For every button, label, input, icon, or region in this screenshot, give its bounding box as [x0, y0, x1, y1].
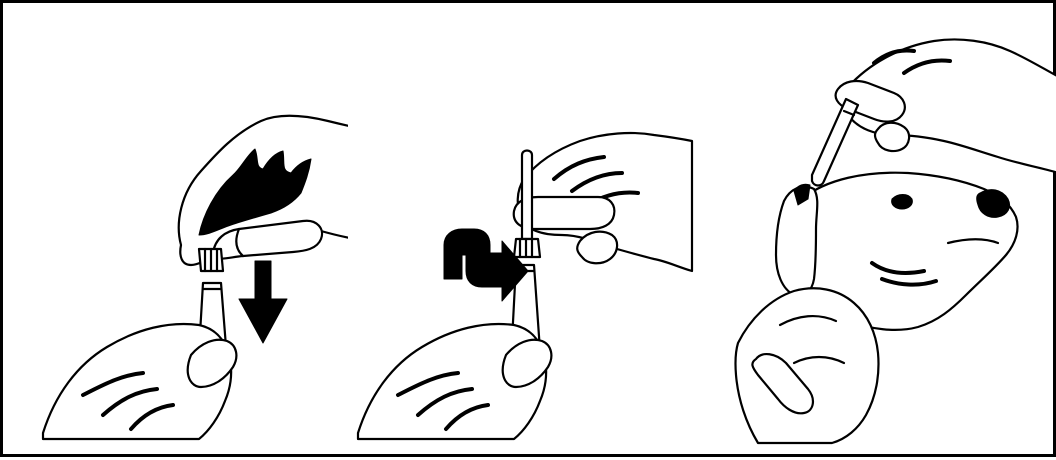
step-3-panel: [698, 3, 1056, 460]
step-1-panel: [3, 3, 348, 460]
upper-hand-illustration: [836, 39, 1056, 173]
upper-hand-illustration: [514, 133, 692, 271]
upper-hand-illustration: [179, 116, 348, 265]
dropper-illustration: [812, 99, 858, 186]
step-1-illustration: [3, 3, 348, 460]
lower-hand-illustration: [358, 324, 551, 439]
step-2-panel: [348, 3, 698, 460]
lower-hand-illustration: [735, 288, 878, 443]
step-3-illustration: [698, 3, 1056, 460]
lower-hand-illustration: [43, 324, 236, 439]
down-arrow-icon: [239, 261, 287, 343]
tube-cap-illustration: [199, 249, 223, 271]
step-2-illustration: [348, 3, 698, 460]
